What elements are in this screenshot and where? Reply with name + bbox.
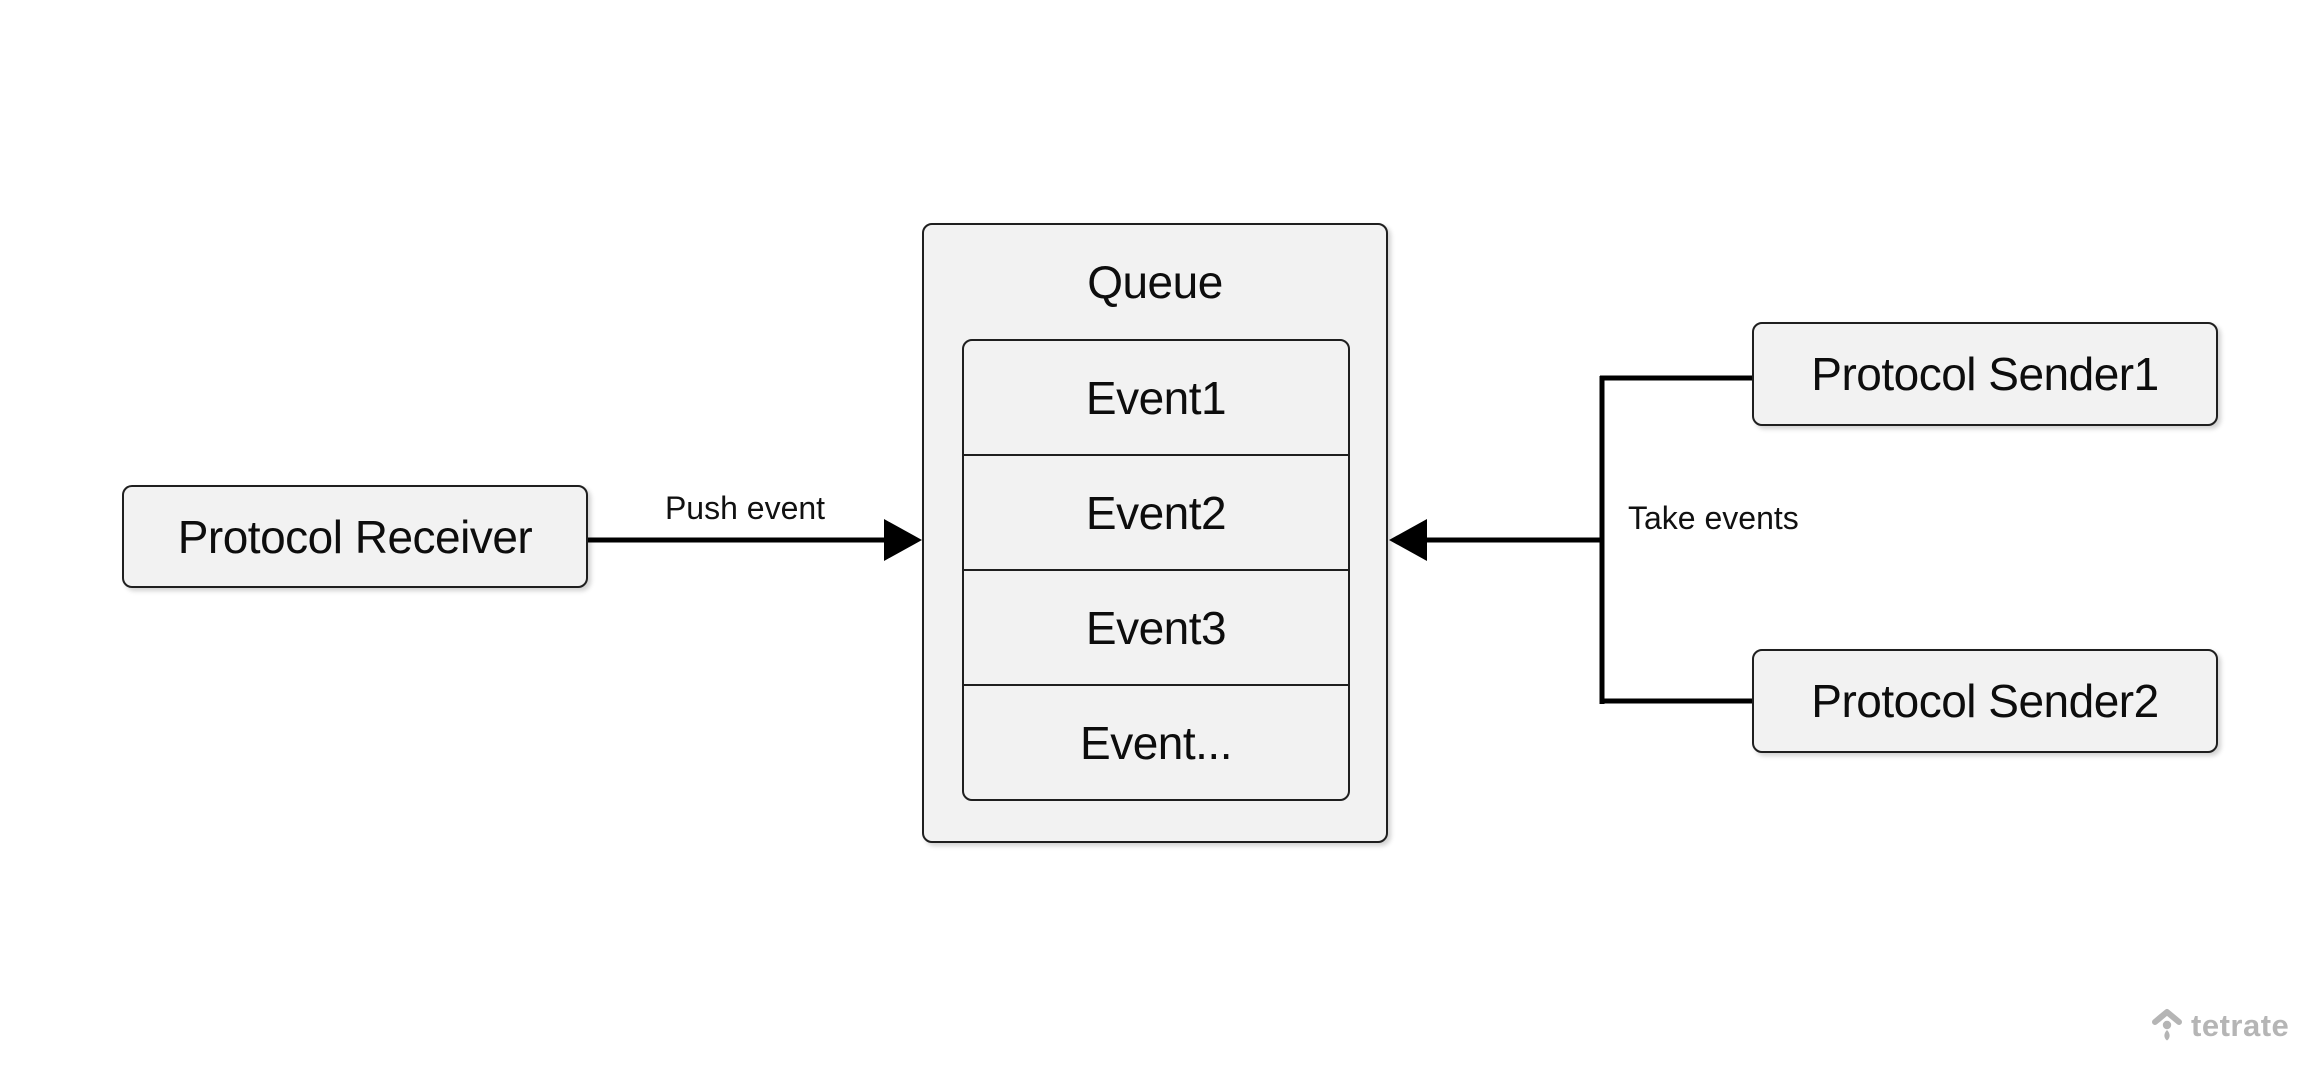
- event-more-label: Event...: [1080, 716, 1232, 769]
- protocol-receiver-label: Protocol Receiver: [177, 510, 533, 563]
- take-events-label: Take events: [1628, 500, 1799, 536]
- protocol-sender1-node: Protocol Sender1: [1752, 322, 2218, 426]
- push-event-label: Push event: [664, 490, 826, 526]
- tetrate-logo: tetrate: [2150, 1008, 2289, 1044]
- queue-event-row: Event...: [964, 684, 1348, 799]
- queue-event-row: Event3: [964, 569, 1348, 684]
- push-event-arrow: [588, 519, 922, 561]
- queue-event-list: Event1 Event2 Event3 Event...: [962, 339, 1350, 801]
- event3-label: Event3: [1085, 601, 1227, 654]
- protocol-sender1-label: Protocol Sender1: [1811, 348, 2159, 400]
- take-events-arrow: [1389, 375, 1752, 704]
- protocol-sender2-node: Protocol Sender2: [1752, 649, 2218, 753]
- queue-title: Queue: [1087, 256, 1223, 308]
- event1-label: Event1: [1085, 371, 1227, 424]
- queue-event-row: Event2: [964, 454, 1348, 569]
- tetrate-logo-icon: [2152, 1009, 2182, 1041]
- event2-label: Event2: [1085, 486, 1227, 539]
- queue-event-row: Event1: [964, 341, 1348, 454]
- tetrate-logo-text: tetrate: [2191, 1008, 2290, 1043]
- protocol-sender2-label: Protocol Sender2: [1811, 675, 2159, 727]
- queue-node: Queue Event1 Event2 Event3 Event...: [922, 223, 1388, 843]
- protocol-receiver-node: Protocol Receiver: [122, 485, 588, 588]
